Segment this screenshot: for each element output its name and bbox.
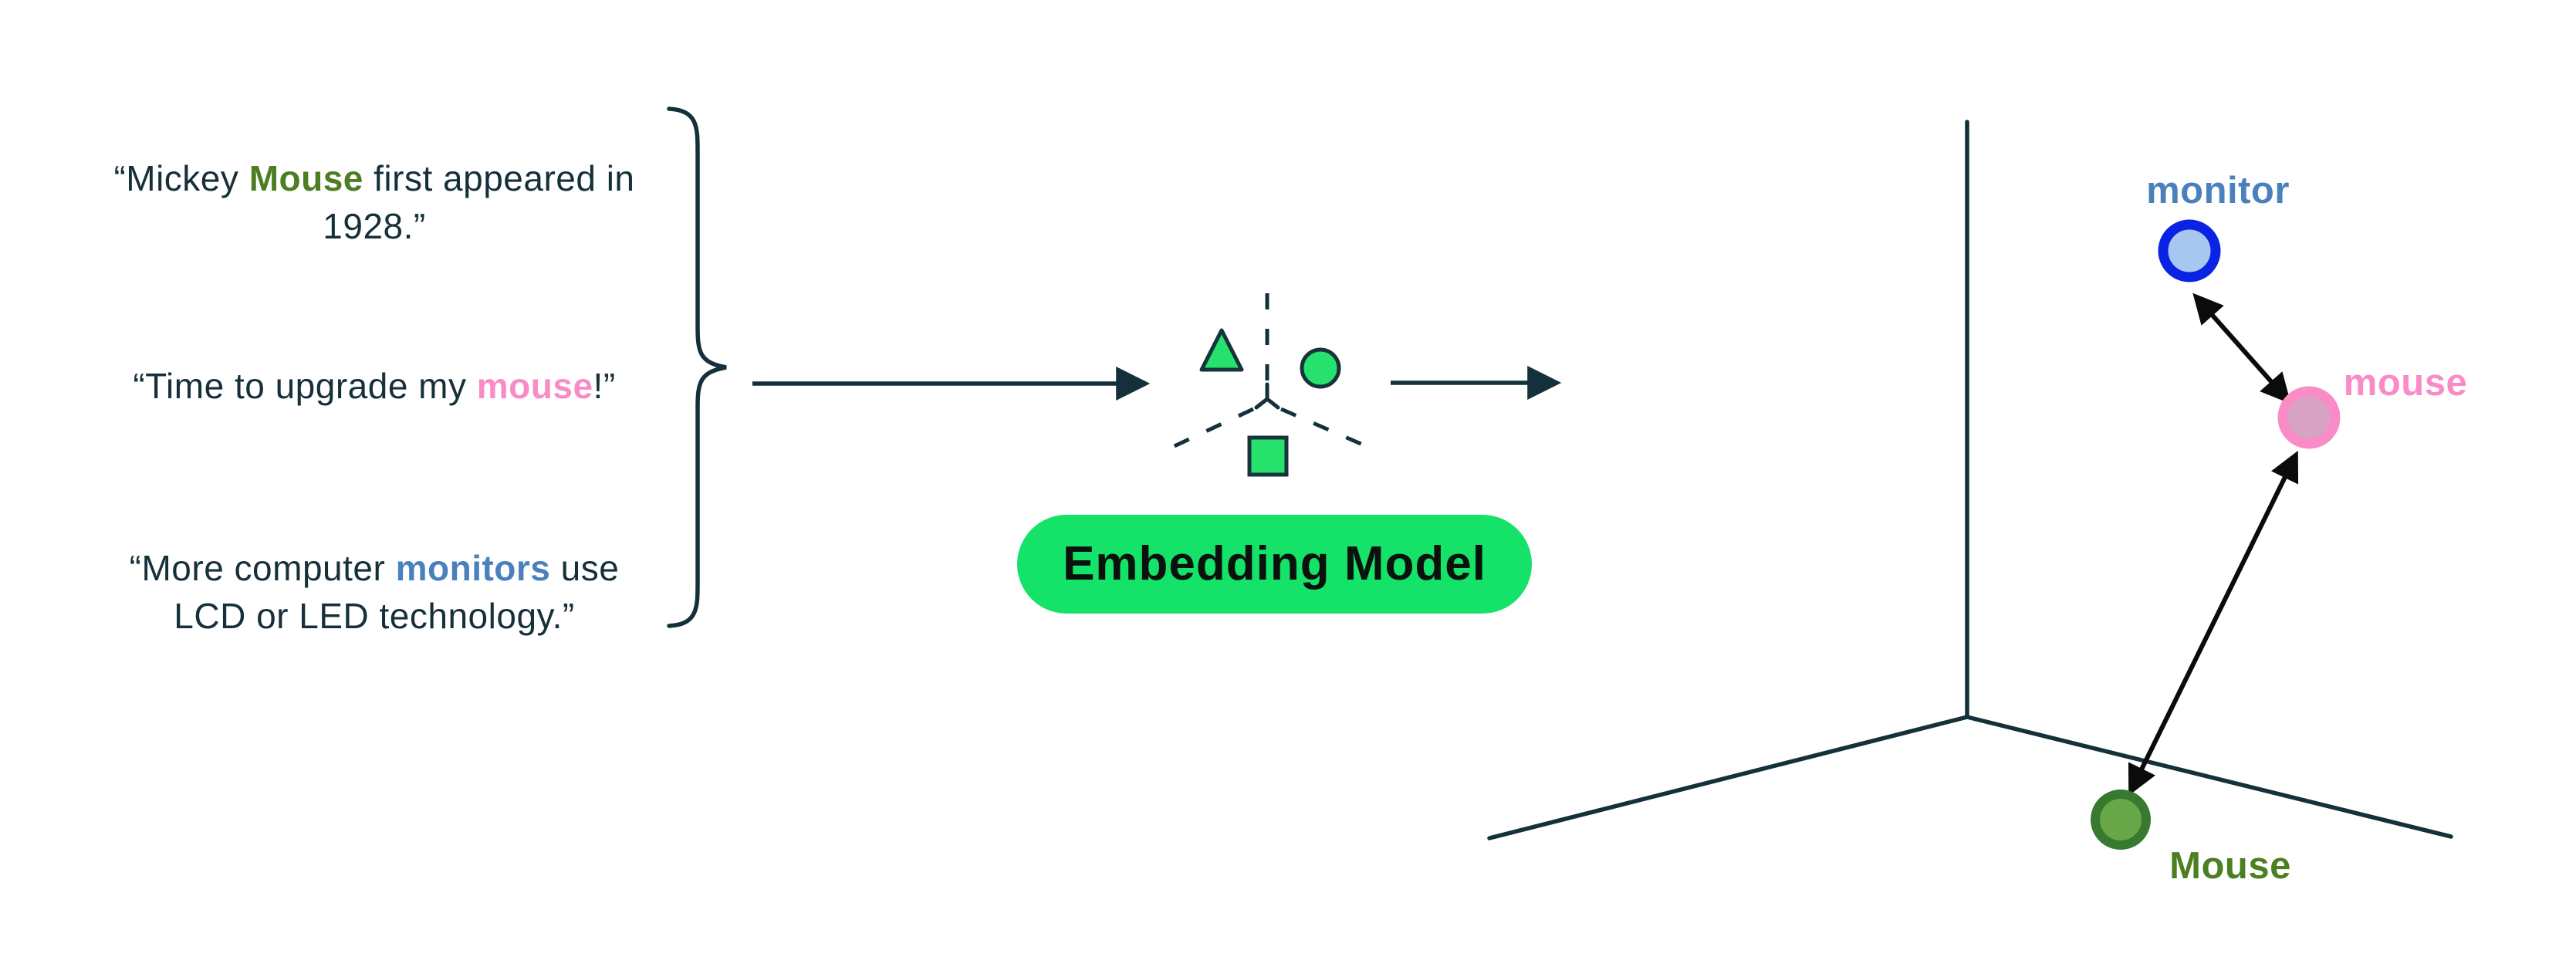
vector-space-axes (1487, 120, 2453, 840)
distance-arrow-mouse-Mouse (2128, 450, 2299, 796)
dashed-axis-left (1163, 407, 1255, 453)
dashed-axes-junction (1254, 382, 1280, 410)
sentence-2-text: !” (593, 366, 616, 406)
sentence-2-text: “Time to upgrade my (133, 366, 477, 406)
sentence-1-text: 1928.” (323, 206, 426, 246)
keyword-mouse-device: mouse (476, 366, 593, 406)
sentence-3-text: LCD or LED technology.” (174, 596, 575, 636)
point-mouse-cartoon (2091, 790, 2151, 850)
dashed-axis-right (1280, 407, 1378, 453)
label-monitor: monitor (2146, 170, 2290, 211)
sentence-3-text: use (550, 548, 620, 588)
point-monitor (2158, 219, 2221, 282)
sentence-1-text: “Mickey (113, 158, 249, 198)
curly-brace (667, 107, 727, 628)
keyword-monitors: monitors (395, 548, 551, 588)
sentence-mickey-mouse: “Mickey Mouse first appeared in 1928.” (35, 154, 714, 250)
square-shape (1247, 435, 1289, 477)
sentence-3-text: “More computer (129, 548, 396, 588)
label-mouse-device: mouse (2343, 362, 2468, 404)
triangle-shape (1199, 328, 1244, 372)
distance-arrow-monitor-mouse (2192, 293, 2291, 404)
label-mouse-cartoon: Mouse (2169, 845, 2291, 887)
circle-shape (1300, 347, 1341, 389)
sentence-monitors: “More computer monitors use LCD or LED t… (35, 544, 714, 640)
keyword-mouse-cartoon: Mouse (248, 158, 363, 198)
point-mouse-device (2277, 386, 2341, 449)
embedding-model-pill: Embedding Model (1017, 515, 1532, 614)
sentence-upgrade-mouse: “Time to upgrade my mouse!” (35, 362, 714, 410)
sentence-1-text: first appeared in (363, 158, 635, 198)
